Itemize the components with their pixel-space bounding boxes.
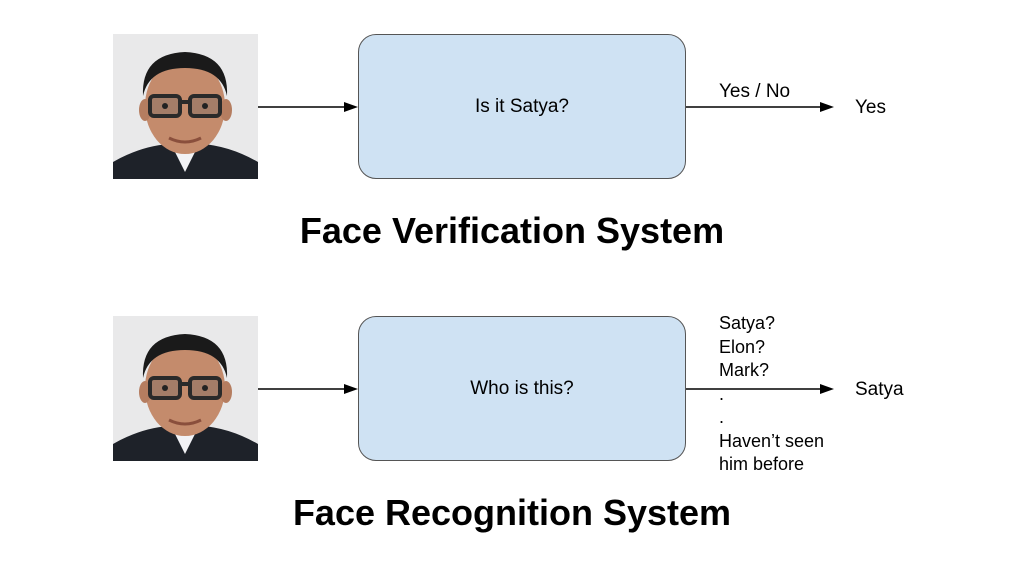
candidate-option: Satya? — [719, 313, 776, 333]
recognition-result: Satya — [855, 379, 904, 400]
verification-title: Face Verification System — [299, 210, 725, 251]
output-arrow-recognition — [686, 381, 834, 397]
verification-result: Yes — [855, 97, 886, 118]
face-photo-recognition — [113, 316, 258, 461]
recognition-title: Face Recognition System — [292, 492, 732, 533]
input-arrow-verification — [258, 99, 358, 115]
verification-question: Is it Satya? — [475, 95, 569, 117]
candidate-option: him before — [719, 454, 805, 474]
candidate-option: Mark? — [719, 360, 770, 380]
input-arrow-recognition — [258, 381, 358, 397]
recognition-process-box: Who is this? — [358, 316, 686, 461]
recognition-question: Who is this? — [470, 377, 574, 399]
candidate-ellipsis: . — [719, 407, 725, 427]
recognition-candidate-list: Satya? Elon? Mark? . . Haven’t seen him … — [719, 312, 824, 477]
candidate-option: Haven’t seen — [719, 430, 825, 451]
face-photo-verification — [113, 34, 258, 179]
output-arrow-verification — [686, 99, 834, 115]
verification-process-box: Is it Satya? — [358, 34, 686, 179]
verification-output-label: Yes / No — [719, 81, 791, 102]
candidate-option: Elon? — [719, 336, 766, 357]
candidate-ellipsis: . — [719, 383, 725, 404]
